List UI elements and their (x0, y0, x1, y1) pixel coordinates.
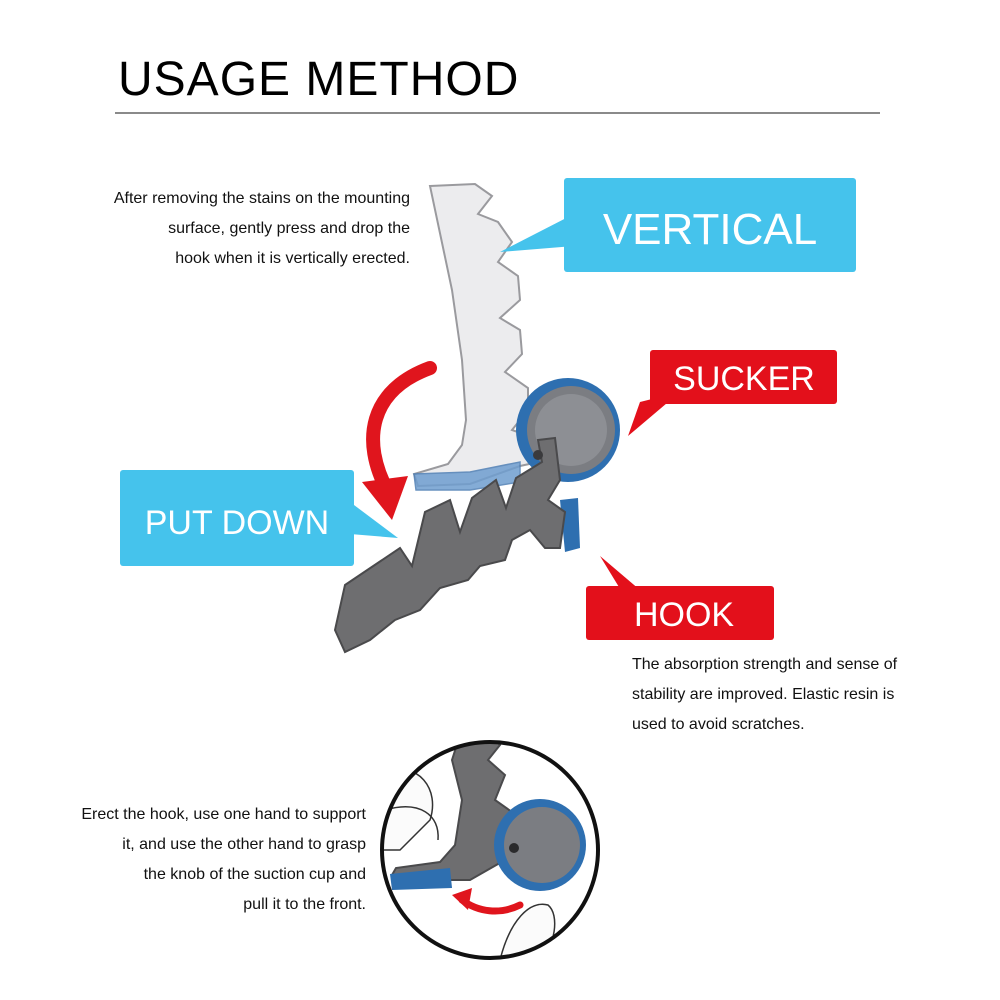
description-vertical: After removing the stains on the mountin… (40, 184, 410, 274)
hook-label: HOOK (634, 596, 734, 634)
vertical-label: VERTICAL (603, 205, 817, 254)
description-line: the knob of the suction cup and (143, 866, 366, 883)
sucker-label: SUCKER (673, 360, 815, 398)
description-line: stability are improved. Elastic resin is (632, 686, 895, 703)
description-line: After removing the stains on the mountin… (113, 190, 410, 207)
description-line: it, and use the other hand to grasp (122, 836, 366, 853)
description-line: The absorption strength and sense of (632, 656, 898, 673)
description-line: used to avoid scratches. (632, 716, 805, 733)
title-divider (115, 112, 880, 114)
horizontal-hook-illustration (333, 436, 580, 654)
description-hook: The absorption strength and sense of sta… (632, 650, 972, 740)
vertical-callout: VERTICAL (500, 178, 856, 272)
description-line: pull it to the front. (243, 896, 366, 913)
put-down-callout: PUT DOWN (120, 470, 398, 566)
description-release: Erect the hook, use one hand to support … (16, 800, 366, 920)
description-line: surface, gently press and drop the (168, 220, 410, 237)
put-down-label: PUT DOWN (145, 504, 329, 542)
suction-cup-illustration (516, 378, 620, 482)
rotate-down-arrow (362, 361, 437, 520)
release-detail-illustration (380, 740, 600, 960)
description-line: hook when it is vertically erected. (175, 250, 410, 267)
description-line: Erect the hook, use one hand to support (81, 806, 366, 823)
page-title: USAGE METHOD (118, 53, 520, 106)
sucker-callout: SUCKER (628, 350, 837, 436)
hook-callout: HOOK (586, 556, 774, 640)
